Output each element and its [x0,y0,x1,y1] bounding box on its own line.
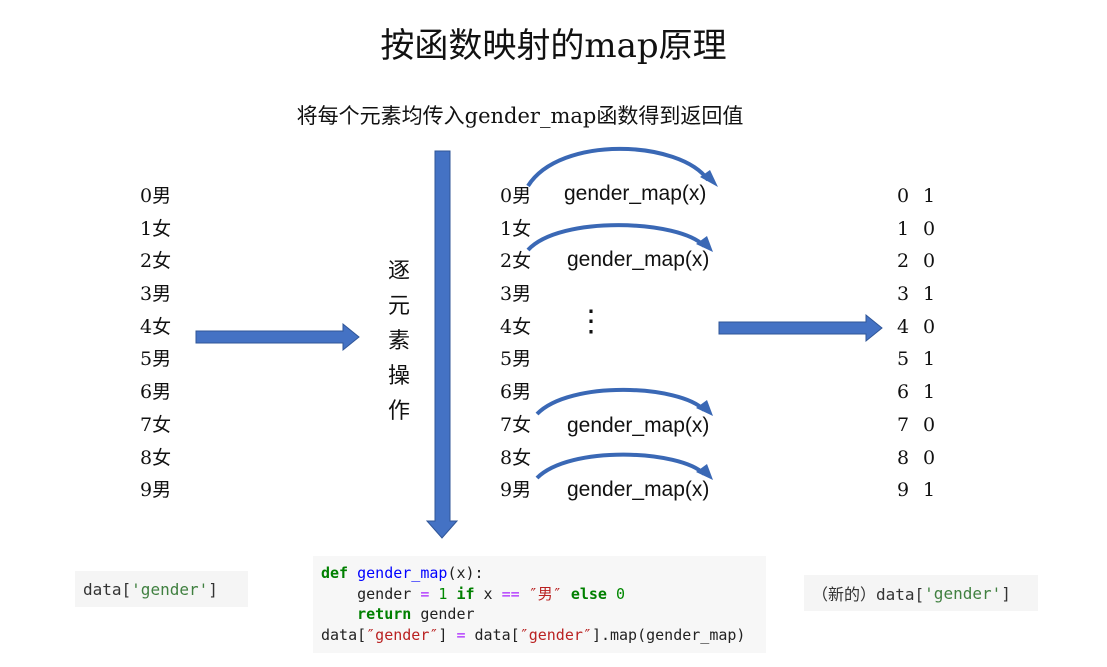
output-value: 1 [923,185,936,207]
list-item: 6男 [500,381,532,404]
curved-arrow-icon [526,223,713,252]
code-line: def gender_map(x): [321,564,484,582]
mapped-input-list: 0男 1女 2女 3男 4女 5男 6男 7女 8女 9男 [500,180,531,507]
output-value: 1 [923,381,936,404]
code-line: data[″gender″] = data[″gender″].map(gend… [321,625,746,644]
operation-char: 素 [387,329,410,354]
code-line: return gender [321,605,475,623]
right-arrow-icon [195,322,360,352]
subtitle: 将每个元素均传入gender_map函数得到返回值 [296,104,744,128]
output-value: 0 [923,413,936,436]
list-item: 5男 [500,348,532,371]
output-value: 1 [923,479,936,502]
ellipsis: ⋮ [576,304,606,339]
curved-arrow-icon [535,387,713,416]
list-item: 1女 [140,217,172,240]
output-index: 0 [897,185,910,207]
list-item: 3男 [140,283,172,306]
list-item: 9男 [500,479,532,502]
page-title: 按函数映射的map原理 [380,26,727,66]
list-item: 5男 [140,348,172,371]
operation-label: 逐 元 素 操 作 [384,254,414,429]
curved-arrow-icon [526,146,718,188]
output-series-label: （新的）data['gender'] [804,575,1038,611]
list-item: 6男 [140,381,172,404]
operation-char: 作 [387,399,410,424]
output-value: 0 [923,315,936,338]
function-call-label: gender_map(x) [567,248,710,271]
code-line: gender = 1 if x == ″男″ else 0 [321,584,625,603]
function-call-label: gender_map(x) [567,478,710,501]
list-item: 9男 [140,479,172,502]
list-item: 4女 [500,315,532,338]
output-value: 0 [923,446,936,469]
output-index: 5 [897,348,910,371]
label-key: 'gender' [924,583,1002,603]
list-item: 8女 [140,446,172,469]
output-value: 1 [923,348,936,371]
operation-char: 元 [387,294,410,319]
list-item: 4女 [140,315,172,338]
output-value: 0 [923,250,936,273]
code-cell: def gender_map(x): gender = 1 if x == ″男… [313,556,766,653]
output-index: 1 [897,217,910,240]
label-prefix: data[ [83,579,132,599]
output-index: 4 [897,315,910,338]
operation-char: 逐 [387,259,410,284]
list-item: 7女 [140,413,172,436]
right-arrow-icon [718,313,883,343]
function-call-label: gender_map(x) [567,414,710,437]
list-item: 7女 [500,413,532,436]
list-item: 2女 [140,250,172,273]
output-value: 1 [923,283,936,306]
output-index: 7 [897,413,910,436]
list-item: 0男 [140,185,172,207]
label-suffix: ] [208,579,218,599]
curved-arrow-icon [535,452,713,480]
label-prefix: （新的）data[ [812,585,925,604]
function-call-label: gender_map(x) [564,182,707,205]
down-arrow-icon [425,150,459,539]
list-item: 2女 [500,250,532,273]
output-index: 6 [897,381,910,404]
label-key: 'gender' [131,579,209,599]
label-suffix: ] [1001,583,1011,603]
operation-char: 操 [387,364,410,389]
list-item: 0男 [500,185,532,207]
output-index: 2 [897,250,910,273]
output-index: 8 [897,446,910,469]
output-value: 0 [923,217,936,240]
list-item: 3男 [500,283,532,306]
input-list: 0男 1女 2女 3男 4女 5男 6男 7女 8女 9男 [140,180,171,507]
list-item: 8女 [500,446,532,469]
input-series-label: data['gender'] [75,571,248,607]
list-item: 1女 [500,217,532,240]
output-index: 9 [897,479,910,502]
output-index: 3 [897,283,910,306]
